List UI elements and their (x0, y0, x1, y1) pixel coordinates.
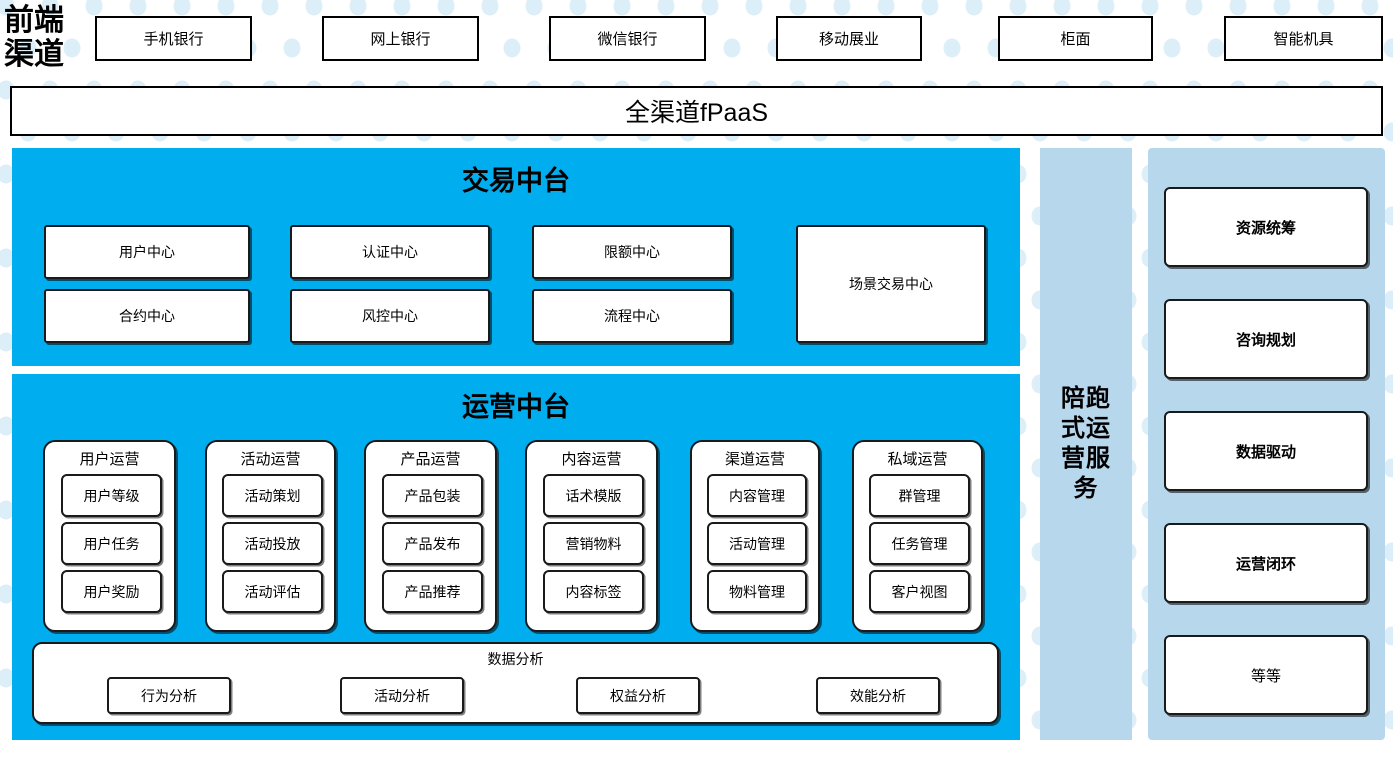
service-card-closed-loop[interactable]: 运营闭环 (1164, 523, 1368, 603)
ops-item[interactable]: 活动评估 (222, 570, 323, 613)
ops-item[interactable]: 产品发布 (382, 522, 483, 565)
ops-group-title: 用户运营 (79, 451, 140, 468)
ops-group-user[interactable]: 用户运营 用户等级 用户任务 用户奖励 (43, 440, 176, 632)
services-panel: 资源统筹 咨询规划 数据驱动 运营闭环 等等 (1148, 148, 1385, 740)
channel-box-counter[interactable]: 柜面 (998, 16, 1153, 61)
ops-item[interactable]: 产品包装 (382, 474, 483, 517)
ops-item[interactable]: 用户任务 (61, 522, 162, 565)
accompany-service-label: 陪跑式运营服务 (1061, 385, 1111, 502)
ops-group-content[interactable]: 内容运营 话术模版 营销物料 内容标签 (525, 440, 658, 632)
ops-item[interactable]: 客户视图 (869, 570, 970, 613)
ops-group-campaign[interactable]: 活动运营 活动策划 活动投放 活动评估 (205, 440, 336, 632)
ops-item[interactable]: 营销物料 (543, 522, 644, 565)
channel-box-mobile-biz[interactable]: 移动展业 (776, 16, 922, 61)
trade-box-process-center[interactable]: 流程中心 (532, 289, 732, 343)
ops-group-title: 活动运营 (240, 451, 301, 468)
ops-item[interactable]: 产品推荐 (382, 570, 483, 613)
ops-item[interactable]: 任务管理 (869, 522, 970, 565)
front-channel-label-line2: 渠道 (4, 38, 64, 71)
accompany-service-column[interactable]: 陪跑式运营服务 (1040, 148, 1132, 740)
trade-box-user-center[interactable]: 用户中心 (44, 225, 250, 279)
analysis-item-behavior[interactable]: 行为分析 (107, 677, 231, 714)
ops-group-private-domain[interactable]: 私域运营 群管理 任务管理 客户视图 (852, 440, 983, 632)
front-channel-label: 前端 渠道 (4, 4, 90, 74)
trade-box-limit-center[interactable]: 限额中心 (532, 225, 732, 279)
trade-box-auth-center[interactable]: 认证中心 (290, 225, 490, 279)
trade-center-title: 交易中台 (462, 166, 570, 196)
channel-box-smart-machine[interactable]: 智能机具 (1224, 16, 1383, 61)
ops-item[interactable]: 物料管理 (707, 570, 807, 613)
ops-group-title: 内容运营 (561, 451, 622, 468)
service-card-consulting[interactable]: 咨询规划 (1164, 299, 1368, 379)
ops-item[interactable]: 活动投放 (222, 522, 323, 565)
trade-center-panel: 交易中台 用户中心 认证中心 限额中心 合约中心 风控中心 流程中心 场景交易中… (12, 148, 1020, 366)
service-card-etc[interactable]: 等等 (1164, 635, 1368, 715)
data-analysis-panel[interactable]: 数据分析 行为分析 活动分析 权益分析 效能分析 (32, 642, 999, 724)
ops-item[interactable]: 内容标签 (543, 570, 644, 613)
ops-group-channel[interactable]: 渠道运营 内容管理 活动管理 物料管理 (690, 440, 820, 632)
ops-item[interactable]: 用户等级 (61, 474, 162, 517)
ops-group-title: 渠道运营 (724, 451, 785, 468)
channel-box-wechat-bank[interactable]: 微信银行 (549, 16, 706, 61)
ops-group-title: 产品运营 (400, 451, 461, 468)
service-card-data-driven[interactable]: 数据驱动 (1164, 411, 1368, 491)
ops-item[interactable]: 内容管理 (707, 474, 807, 517)
omnichannel-fpaas-bar[interactable]: 全渠道fPaaS (10, 86, 1383, 136)
analysis-item-campaign[interactable]: 活动分析 (340, 677, 464, 714)
front-channel-row: 前端 渠道 手机银行 网上银行 微信银行 移动展业 柜面 智能机具 (0, 0, 1393, 80)
analysis-item-benefit[interactable]: 权益分析 (576, 677, 700, 714)
trade-box-contract-center[interactable]: 合约中心 (44, 289, 250, 343)
ops-item[interactable]: 话术模版 (543, 474, 644, 517)
ops-group-product[interactable]: 产品运营 产品包装 产品发布 产品推荐 (364, 440, 497, 632)
ops-group-title: 私域运营 (887, 451, 948, 468)
service-card-resource[interactable]: 资源统筹 (1164, 187, 1368, 267)
ops-item[interactable]: 群管理 (869, 474, 970, 517)
trade-box-risk-center[interactable]: 风控中心 (290, 289, 490, 343)
analysis-item-efficiency[interactable]: 效能分析 (816, 677, 940, 714)
channel-box-mobile-bank[interactable]: 手机银行 (95, 16, 252, 61)
ops-center-title: 运营中台 (462, 392, 570, 422)
channel-box-online-bank[interactable]: 网上银行 (322, 16, 479, 61)
ops-item[interactable]: 活动管理 (707, 522, 807, 565)
data-analysis-title: 数据分析 (487, 651, 544, 667)
ops-item[interactable]: 活动策划 (222, 474, 323, 517)
front-channel-label-line1: 前端 (4, 4, 64, 37)
ops-item[interactable]: 用户奖励 (61, 570, 162, 613)
trade-box-scenario-center[interactable]: 场景交易中心 (796, 225, 986, 343)
